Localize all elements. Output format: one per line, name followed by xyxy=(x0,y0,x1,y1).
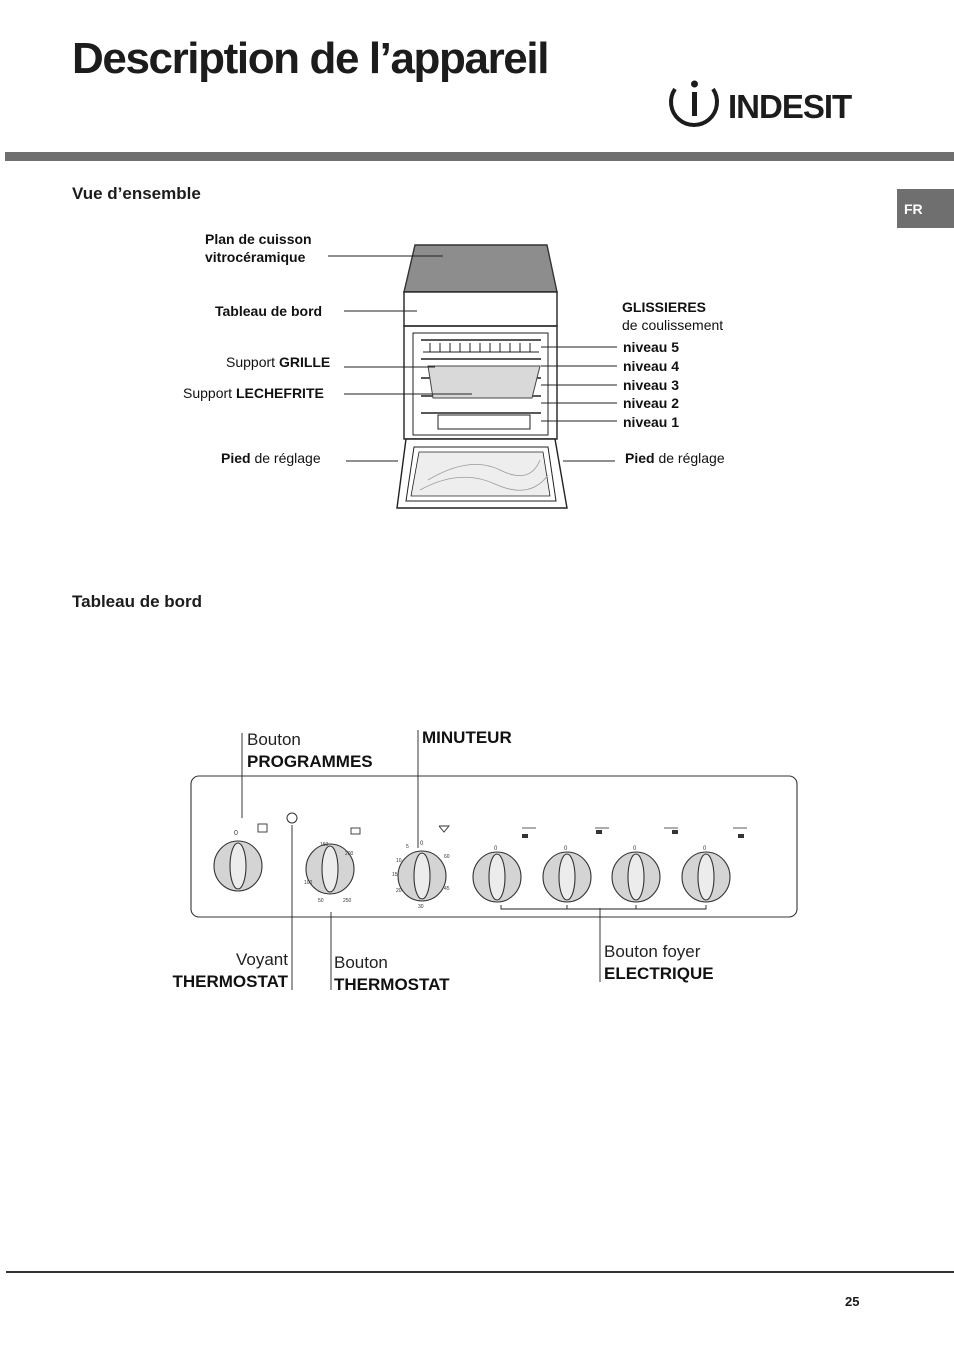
footer-rule xyxy=(6,1271,954,1273)
hotplate-knob-1: 0 xyxy=(472,827,536,903)
label-thermostat-line1: Bouton xyxy=(334,953,388,972)
hotplate-knob-2: 0 xyxy=(542,827,609,903)
label-hotplate-line1: Bouton foyer xyxy=(604,942,701,961)
label-programmes-line1: Bouton xyxy=(247,730,301,749)
page-number: 25 xyxy=(845,1294,860,1309)
programmes-knob: 0 xyxy=(213,823,268,892)
hotplate-knob-4: 0 xyxy=(681,827,747,903)
label-programmes-line2: PROGRAMMES xyxy=(247,752,373,771)
programmes-knob-zero-mark: 0 xyxy=(234,830,238,837)
thermostat-scale-250: 250 xyxy=(343,898,352,904)
label-foot-right-rest: de réglage xyxy=(658,450,725,466)
panel-leader-lines xyxy=(241,730,707,990)
timer-scale-10: 10 xyxy=(396,858,402,864)
label-foot-left: Pied de réglage xyxy=(221,449,321,467)
ceramic-hob-top xyxy=(403,244,558,293)
label-runners: GLISSIERES de coulissement xyxy=(622,298,723,334)
label-level-2-text: niveau 2 xyxy=(623,395,680,411)
label-ceramic-hob: Plan de cuisson vitrocéramique xyxy=(205,230,312,266)
indesit-logo-icon xyxy=(669,80,719,127)
timer-scale-15: 15 xyxy=(392,872,398,878)
label-drip-tray: Support LECHEFRITE xyxy=(183,384,324,402)
label-drip-tray-prefix: Support xyxy=(183,385,233,401)
label-control-panel: Tableau de bord xyxy=(215,302,322,320)
label-level-3-text: niveau 3 xyxy=(623,377,680,393)
label-timer: MINUTEUR xyxy=(422,727,512,749)
label-drip-tray-bold: LECHEFRITE xyxy=(235,385,324,401)
label-level-5-text: niveau 5 xyxy=(623,339,680,355)
label-foot-right-bold: Pied xyxy=(625,450,655,466)
label-level-4-text: niveau 4 xyxy=(623,358,680,374)
label-ceramic-hob-line2: vitrocéramique xyxy=(205,249,306,265)
label-grill-rack-bold: GRILLE xyxy=(278,354,331,370)
control-panel-strip xyxy=(403,291,558,327)
label-thermostat-line2: THERMOSTAT xyxy=(334,975,450,994)
section-heading-overview: Vue d’ensemble xyxy=(72,184,201,203)
label-thermostat-lamp: Voyant THERMOSTAT xyxy=(162,949,288,993)
thermostat-scale-50: 50 xyxy=(318,898,324,904)
language-tab: FR xyxy=(897,189,954,228)
oven-illustration xyxy=(396,244,568,509)
hotplate-3-zero: 0 xyxy=(633,846,637,852)
label-programmes-knob: Bouton PROGRAMMES xyxy=(247,729,373,773)
label-level-3: niveau 3 xyxy=(623,376,679,394)
oven-drip-tray xyxy=(427,365,541,399)
oven-grill-rack xyxy=(423,343,539,353)
thermostat-scale-150: 150 xyxy=(320,842,329,848)
label-grill-rack-prefix: Support xyxy=(226,354,276,370)
section-heading-control-panel: Tableau de bord xyxy=(72,592,203,611)
label-foot-left-rest: de réglage xyxy=(254,450,321,466)
label-hotplate-line2: ELECTRIQUE xyxy=(604,964,714,983)
hotplate-2-zero: 0 xyxy=(564,846,568,852)
timer-scale-30: 30 xyxy=(418,904,424,910)
timer-zero-mark: 0 xyxy=(420,841,424,847)
label-level-4: niveau 4 xyxy=(623,357,679,375)
thermostat-knob: 50 100 150 200 250 xyxy=(304,827,361,904)
hotplate-knob-3: 0 xyxy=(611,827,678,903)
label-thermostat-knob: Bouton THERMOSTAT xyxy=(334,952,450,996)
header-rule xyxy=(5,152,954,161)
thermostat-scale-100: 100 xyxy=(304,880,313,886)
timer-scale-45: 45 xyxy=(444,886,450,892)
label-foot-left-bold: Pied xyxy=(221,450,251,466)
timer-scale-20: 20 xyxy=(396,888,402,894)
label-control-panel-text: Tableau de bord xyxy=(215,303,323,319)
hotplate-4-zero: 0 xyxy=(703,846,707,852)
label-foot-right: Pied de réglage xyxy=(625,449,725,467)
label-runners-rest: de coulissement xyxy=(622,317,724,333)
label-ceramic-hob-line1: Plan de cuisson xyxy=(205,231,312,247)
page-title: Description de l’appareil xyxy=(72,34,549,83)
indesit-logo: INDESIT xyxy=(669,80,853,127)
label-level-2: niveau 2 xyxy=(623,394,679,412)
thermostat-indicator-lamp xyxy=(286,812,298,824)
label-hotplate-knob: Bouton foyer ELECTRIQUE xyxy=(604,941,714,985)
label-runners-bold: GLISSIERES xyxy=(622,299,707,315)
timer-scale-60: 60 xyxy=(444,854,450,860)
timer-scale-5: 5 xyxy=(406,844,409,850)
label-lamp-line2: THERMOSTAT xyxy=(172,972,288,991)
label-grill-rack: Support GRILLE xyxy=(226,353,330,371)
indesit-logo-word: INDESIT xyxy=(728,88,852,125)
label-level-1: niveau 1 xyxy=(623,413,679,431)
hotplate-1-zero: 0 xyxy=(494,846,498,852)
label-level-1-text: niveau 1 xyxy=(623,414,680,430)
oven-leader-lines xyxy=(328,255,617,462)
thermostat-scale-200: 200 xyxy=(345,851,354,857)
label-lamp-line1: Voyant xyxy=(236,950,288,969)
label-level-5: niveau 5 xyxy=(623,338,679,356)
label-timer-text: MINUTEUR xyxy=(422,728,512,747)
timer-knob: 0 5 10 15 20 30 45 60 xyxy=(392,825,450,910)
control-panel-illustration: 0 50 100 150 200 250 0 5 10 15 20 30 45 … xyxy=(190,730,798,990)
